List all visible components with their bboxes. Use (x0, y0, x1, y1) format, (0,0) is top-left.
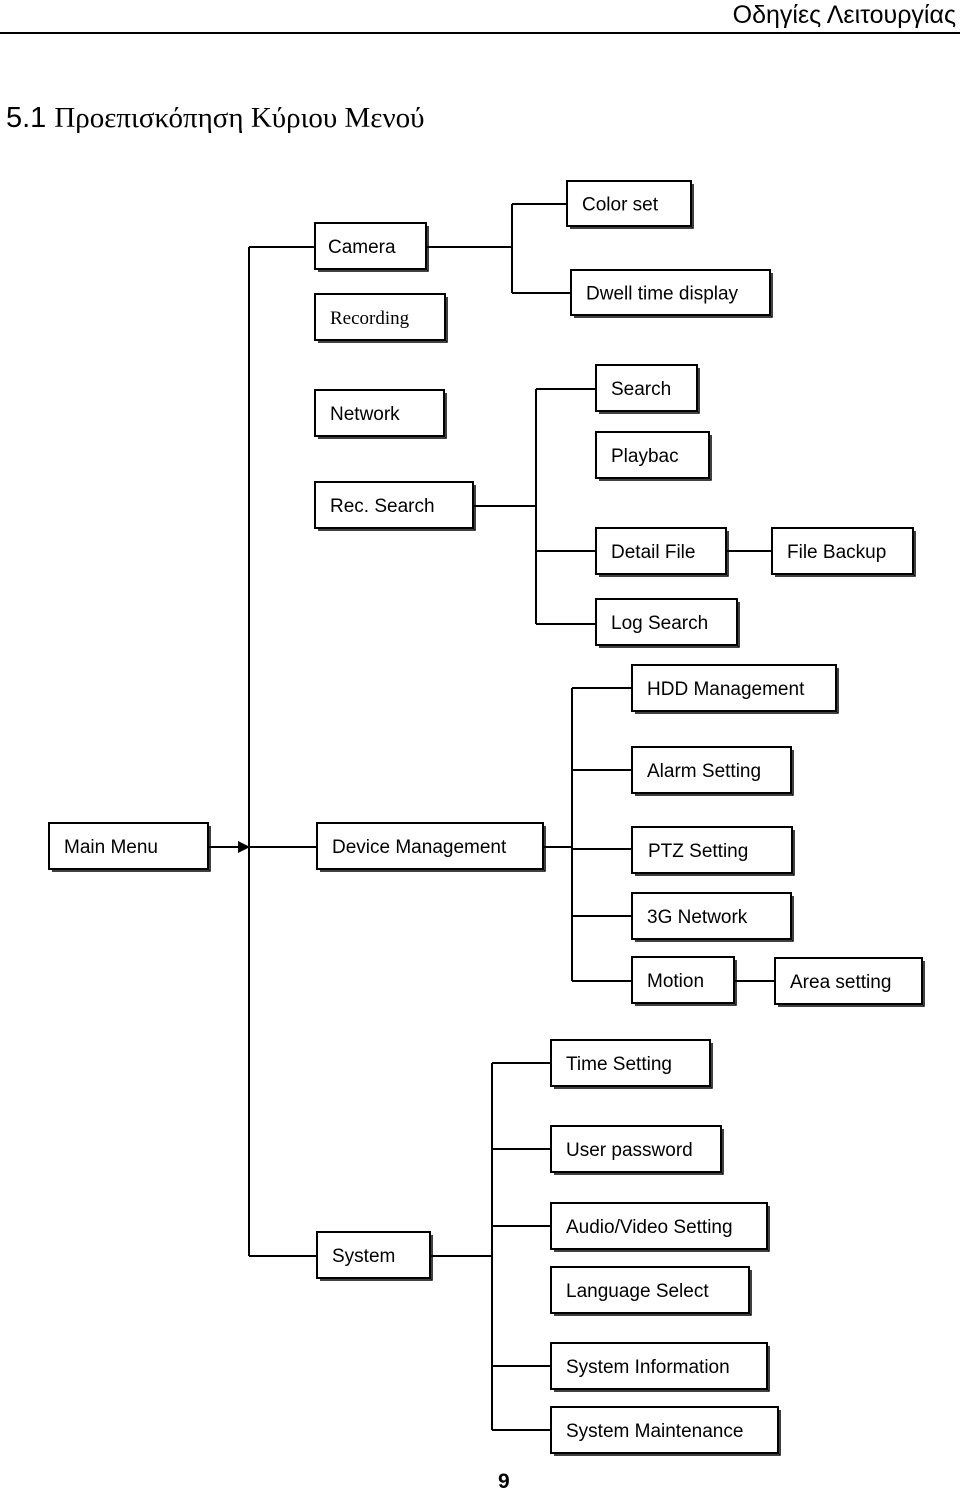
menu-label-dwell-time-display: Dwell time display (586, 284, 739, 305)
connector-lines (208, 203, 775, 1431)
menu-label-network: Network (330, 404, 400, 425)
menu-box-playbac: Playbac (595, 431, 712, 481)
page-number: 9 (498, 1470, 510, 1493)
menu-box-time-setting: Time Setting (550, 1039, 713, 1089)
menu-label-device-management: Device Management (332, 837, 507, 858)
menu-box-network: Network (314, 389, 447, 439)
section-title: Προεπισκόπηση Κύριου Μενού (54, 102, 425, 134)
menu-label-recording: Recording (330, 308, 410, 329)
menu-label-file-backup: File Backup (787, 542, 886, 563)
menu-box-log-search: Log Search (595, 598, 740, 648)
menu-box-area-setting: Area setting (774, 957, 925, 1007)
menu-label-audio-video-setting: Audio/Video Setting (566, 1217, 733, 1238)
menu-label-alarm-setting: Alarm Setting (647, 761, 761, 782)
menu-label-camera: Camera (328, 237, 396, 258)
menu-box-file-backup: File Backup (771, 527, 916, 577)
menu-label-ptz-setting: PTZ Setting (648, 841, 748, 862)
menu-box-rec-search: Rec. Search (314, 481, 476, 531)
menu-label-system-information: System Information (566, 1357, 730, 1378)
menu-box-search: Search (595, 364, 700, 414)
menu-label-hdd-management: HDD Management (647, 679, 805, 700)
menu-label-search: Search (611, 379, 671, 400)
menu-box-detail-file: Detail File (595, 527, 729, 577)
menu-label-playbac: Playbac (611, 446, 679, 467)
menu-box-camera: Camera (314, 222, 429, 272)
menu-box-user-password: User password (550, 1125, 724, 1175)
menu-box-language-select: Language Select (550, 1266, 752, 1316)
menu-box-main-menu: Main Menu (48, 822, 211, 872)
menu-label-language-select: Language Select (566, 1281, 709, 1302)
menu-label-area-setting: Area setting (790, 972, 891, 993)
menu-label-time-setting: Time Setting (566, 1054, 672, 1075)
arrow-right-icon (238, 841, 250, 853)
menu-label-detail-file: Detail File (611, 542, 695, 563)
menu-label-main-menu: Main Menu (64, 837, 158, 858)
menu-label-motion: Motion (647, 971, 704, 992)
menu-box-hdd-management: HDD Management (631, 664, 839, 714)
header-rule (0, 32, 960, 34)
menu-label-rec-search: Rec. Search (330, 496, 435, 517)
menu-label-log-search: Log Search (611, 613, 708, 634)
menu-box-ptz-setting: PTZ Setting (631, 826, 795, 876)
section-number: 5.1 (6, 102, 47, 134)
header-title: Οδηγίες Λειτουργίας (732, 1, 956, 29)
menu-box-motion: Motion (631, 956, 737, 1006)
menu-label-system: System (332, 1246, 395, 1267)
menu-label-3g-network: 3G Network (647, 907, 748, 928)
menu-label-system-maintenance: System Maintenance (566, 1421, 743, 1442)
menu-box-system: System (316, 1231, 433, 1281)
menu-box-alarm-setting: Alarm Setting (631, 746, 794, 796)
menu-box-audio-video-setting: Audio/Video Setting (550, 1202, 770, 1252)
menu-label-color-set: Color set (582, 195, 659, 216)
menu-box-color-set: Color set (566, 180, 694, 229)
menu-box-system-maintenance: System Maintenance (550, 1406, 781, 1456)
menu-box-3g-network: 3G Network (631, 892, 794, 942)
menu-box-dwell-time-display: Dwell time display (570, 269, 773, 318)
menu-label-user-password: User password (566, 1140, 693, 1161)
menu-box-recording: Recording (314, 293, 448, 343)
menu-box-system-information: System Information (550, 1342, 770, 1392)
menu-box-device-management: Device Management (316, 822, 546, 872)
